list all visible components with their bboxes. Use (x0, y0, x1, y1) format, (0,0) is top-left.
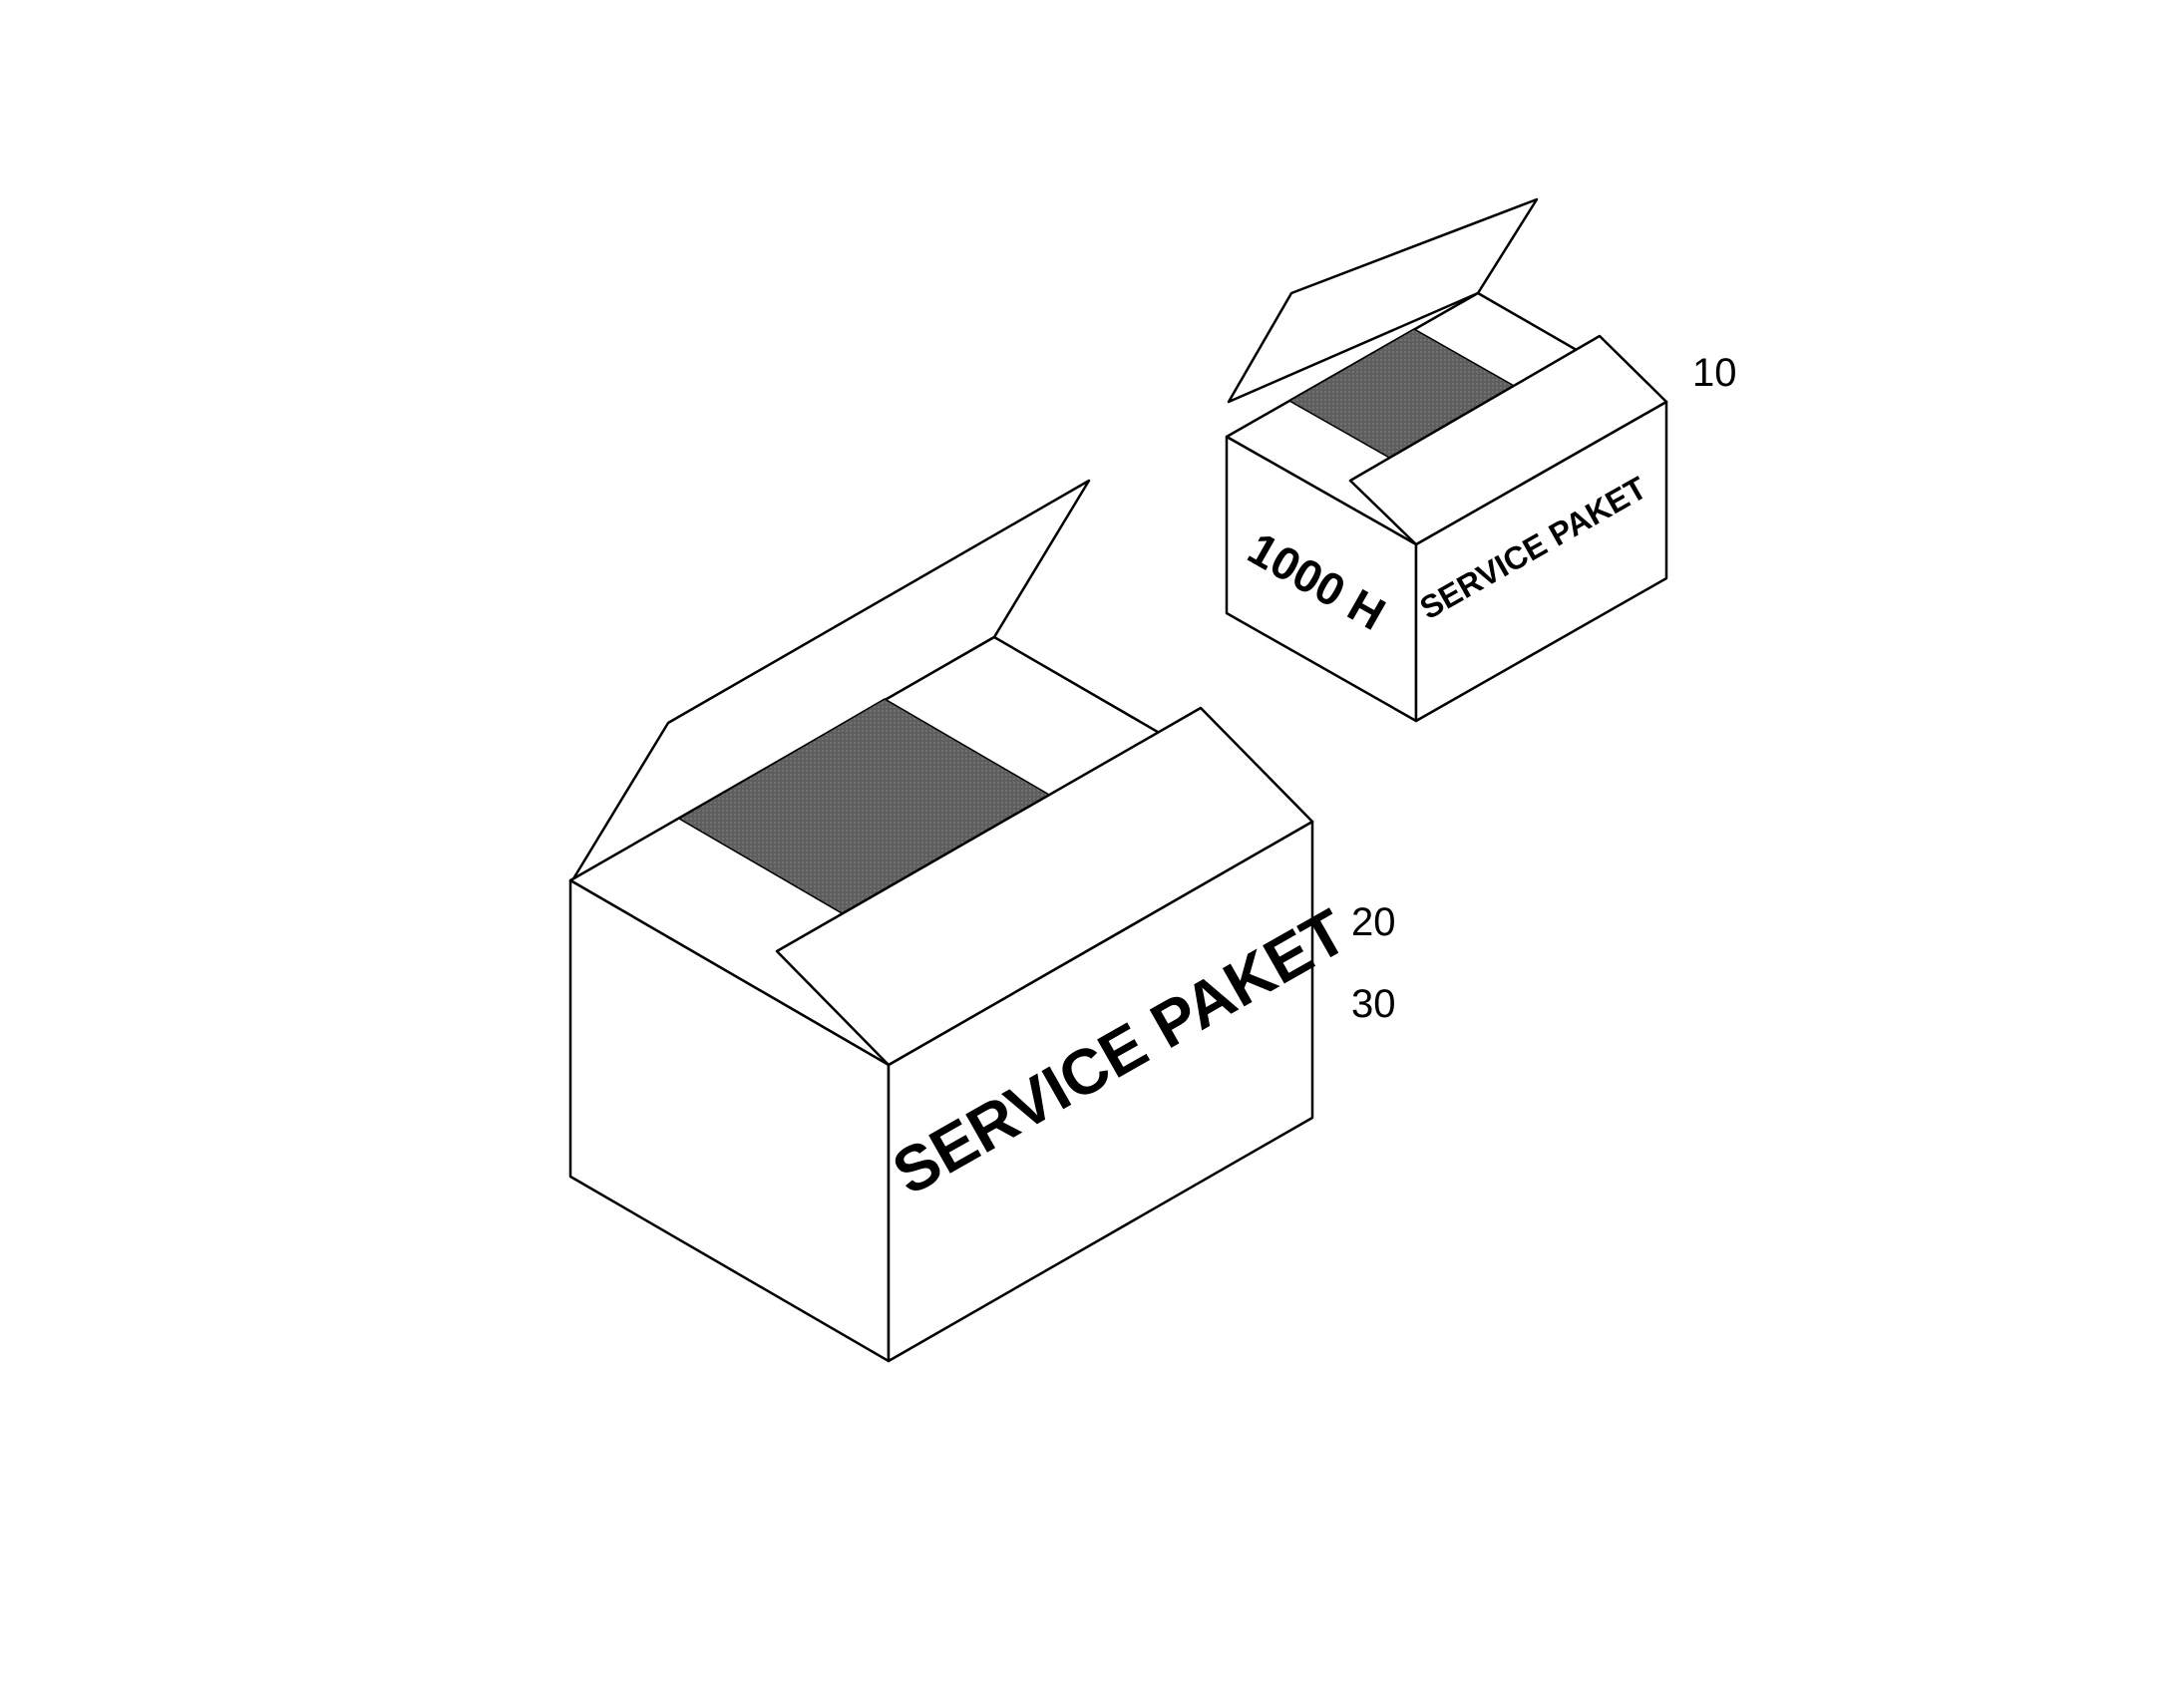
small-box-front-flap (1348, 334, 1668, 546)
reference-numeral-20: 20 (1351, 900, 1396, 944)
small-box-back-flap (1227, 197, 1539, 404)
large-box-front-flap (775, 706, 1314, 1067)
small-box: 1000 H SERVICE PAKET (1225, 197, 1668, 723)
large-box: SERVICE PAKET (568, 479, 1358, 1363)
reference-numeral-10: 10 (1692, 351, 1737, 395)
reference-numeral-30: 30 (1351, 982, 1396, 1026)
